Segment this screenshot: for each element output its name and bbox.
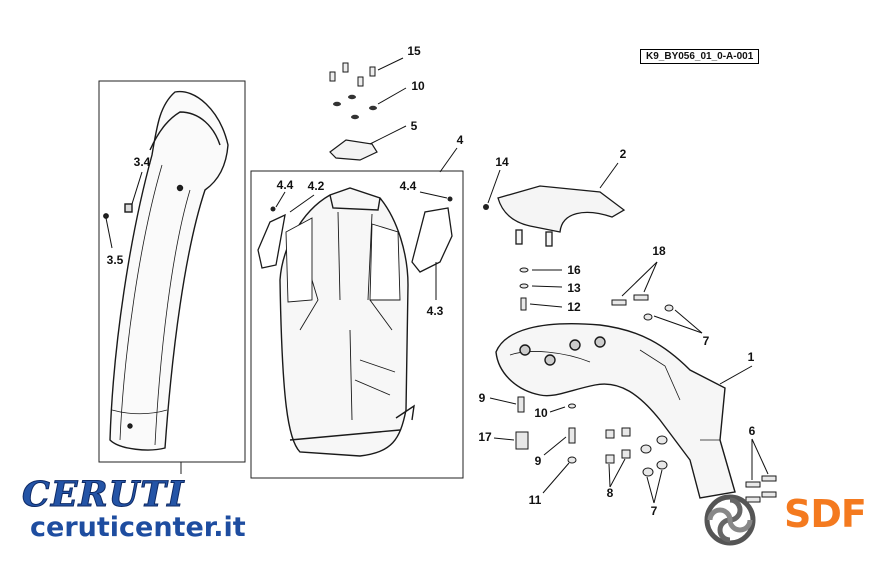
callout-7-lower: 7 [650,504,658,518]
part-5-gasket [329,139,378,161]
callout-13: 13 [567,281,581,295]
callout-11: 11 [528,493,542,507]
part-4-2-frame [257,213,286,269]
callout-4-3: 4.3 [426,304,444,318]
part-1-frame [495,323,736,499]
part-4-3-frame [411,207,453,273]
callout-3-5: 3.5 [106,253,124,267]
group-4-frame [250,170,464,479]
callout-8: 8 [606,486,614,500]
callout-4-4-left: 4.4 [276,178,294,192]
callout-6: 6 [748,424,756,438]
callout-4-4-right: 4.4 [399,179,417,193]
callout-4: 4 [456,133,464,147]
hardware-parts [515,267,777,503]
part-4-housing [279,187,415,457]
callout-5: 5 [410,119,418,133]
callout-15: 15 [407,44,421,58]
ceruticenter-site: ceruticenter.it [30,512,246,543]
leader-lines [105,57,769,504]
sdf-emblem-icon [704,494,756,546]
sdf-logo: SDF [784,492,867,536]
part-2-plate [497,185,626,247]
callout-18: 18 [652,244,666,258]
callout-17: 17 [478,430,492,444]
group-3-frame [98,80,246,463]
callout-7-upper: 7 [702,334,710,348]
callout-10-top: 10 [411,79,425,93]
callout-16: 16 [567,263,581,277]
callout-9-upper: 9 [478,391,486,405]
part-10-washers [333,94,377,120]
part-15-screws [329,62,376,87]
callout-10-lower: 10 [534,406,548,420]
callout-12: 12 [567,300,581,314]
ceruti-logo: CERUTI [22,474,185,516]
callout-14: 14 [495,155,509,169]
callout-3-4: 3.4 [133,155,151,169]
callout-4-2: 4.2 [307,179,325,193]
callout-9-lower: 9 [534,454,542,468]
callout-2: 2 [619,147,627,161]
reference-code: K9_BY056_01_0-A-001 [640,49,760,64]
part-3-duct [103,90,229,451]
callout-1: 1 [747,350,755,364]
